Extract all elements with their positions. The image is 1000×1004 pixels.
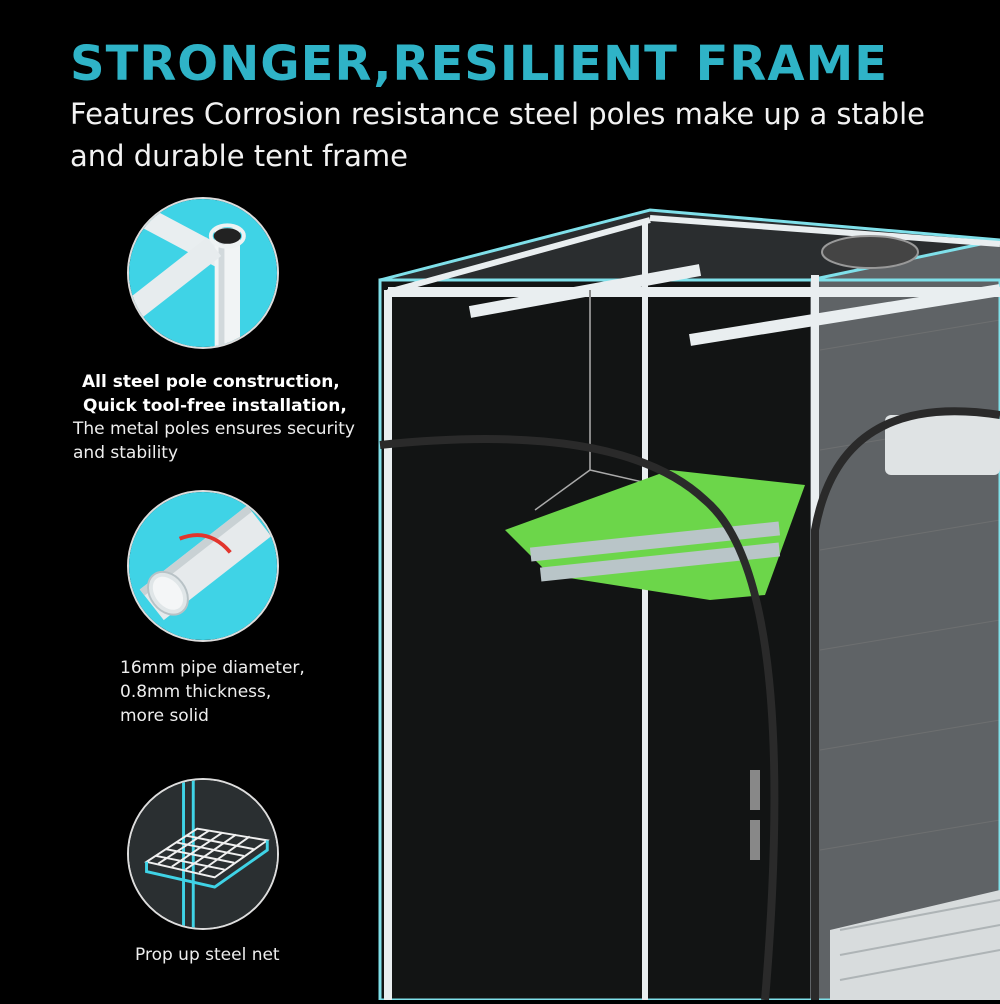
feature-2-line3: more solid	[120, 706, 209, 726]
feature-1-bold-line2: Quick tool-free installation,	[83, 396, 347, 416]
feature-1-bold-line1: All steel pole construction,	[82, 372, 340, 392]
feature-1-caption: All steel pole construction, Quick tool-…	[82, 370, 372, 418]
page-title: STRONGER,RESILIENT FRAME	[70, 36, 889, 92]
feature-3-caption: Prop up steel net	[135, 945, 280, 965]
feature-2-caption: 16mm pipe diameter, 0.8mm thickness, mor…	[120, 656, 360, 728]
steel-net-icon	[127, 778, 279, 930]
grow-tent-illustration	[360, 200, 1000, 1002]
page-subtitle: Features Corrosion resistance steel pole…	[70, 97, 925, 173]
pipe-cross-section-icon	[127, 490, 279, 642]
feature-2-line1: 16mm pipe diameter,	[120, 658, 305, 678]
feature-2-line2: 0.8mm thickness,	[120, 682, 272, 702]
pole-joint-icon	[127, 197, 279, 349]
feature-1-text: The metal poles ensures security and sta…	[73, 419, 355, 463]
